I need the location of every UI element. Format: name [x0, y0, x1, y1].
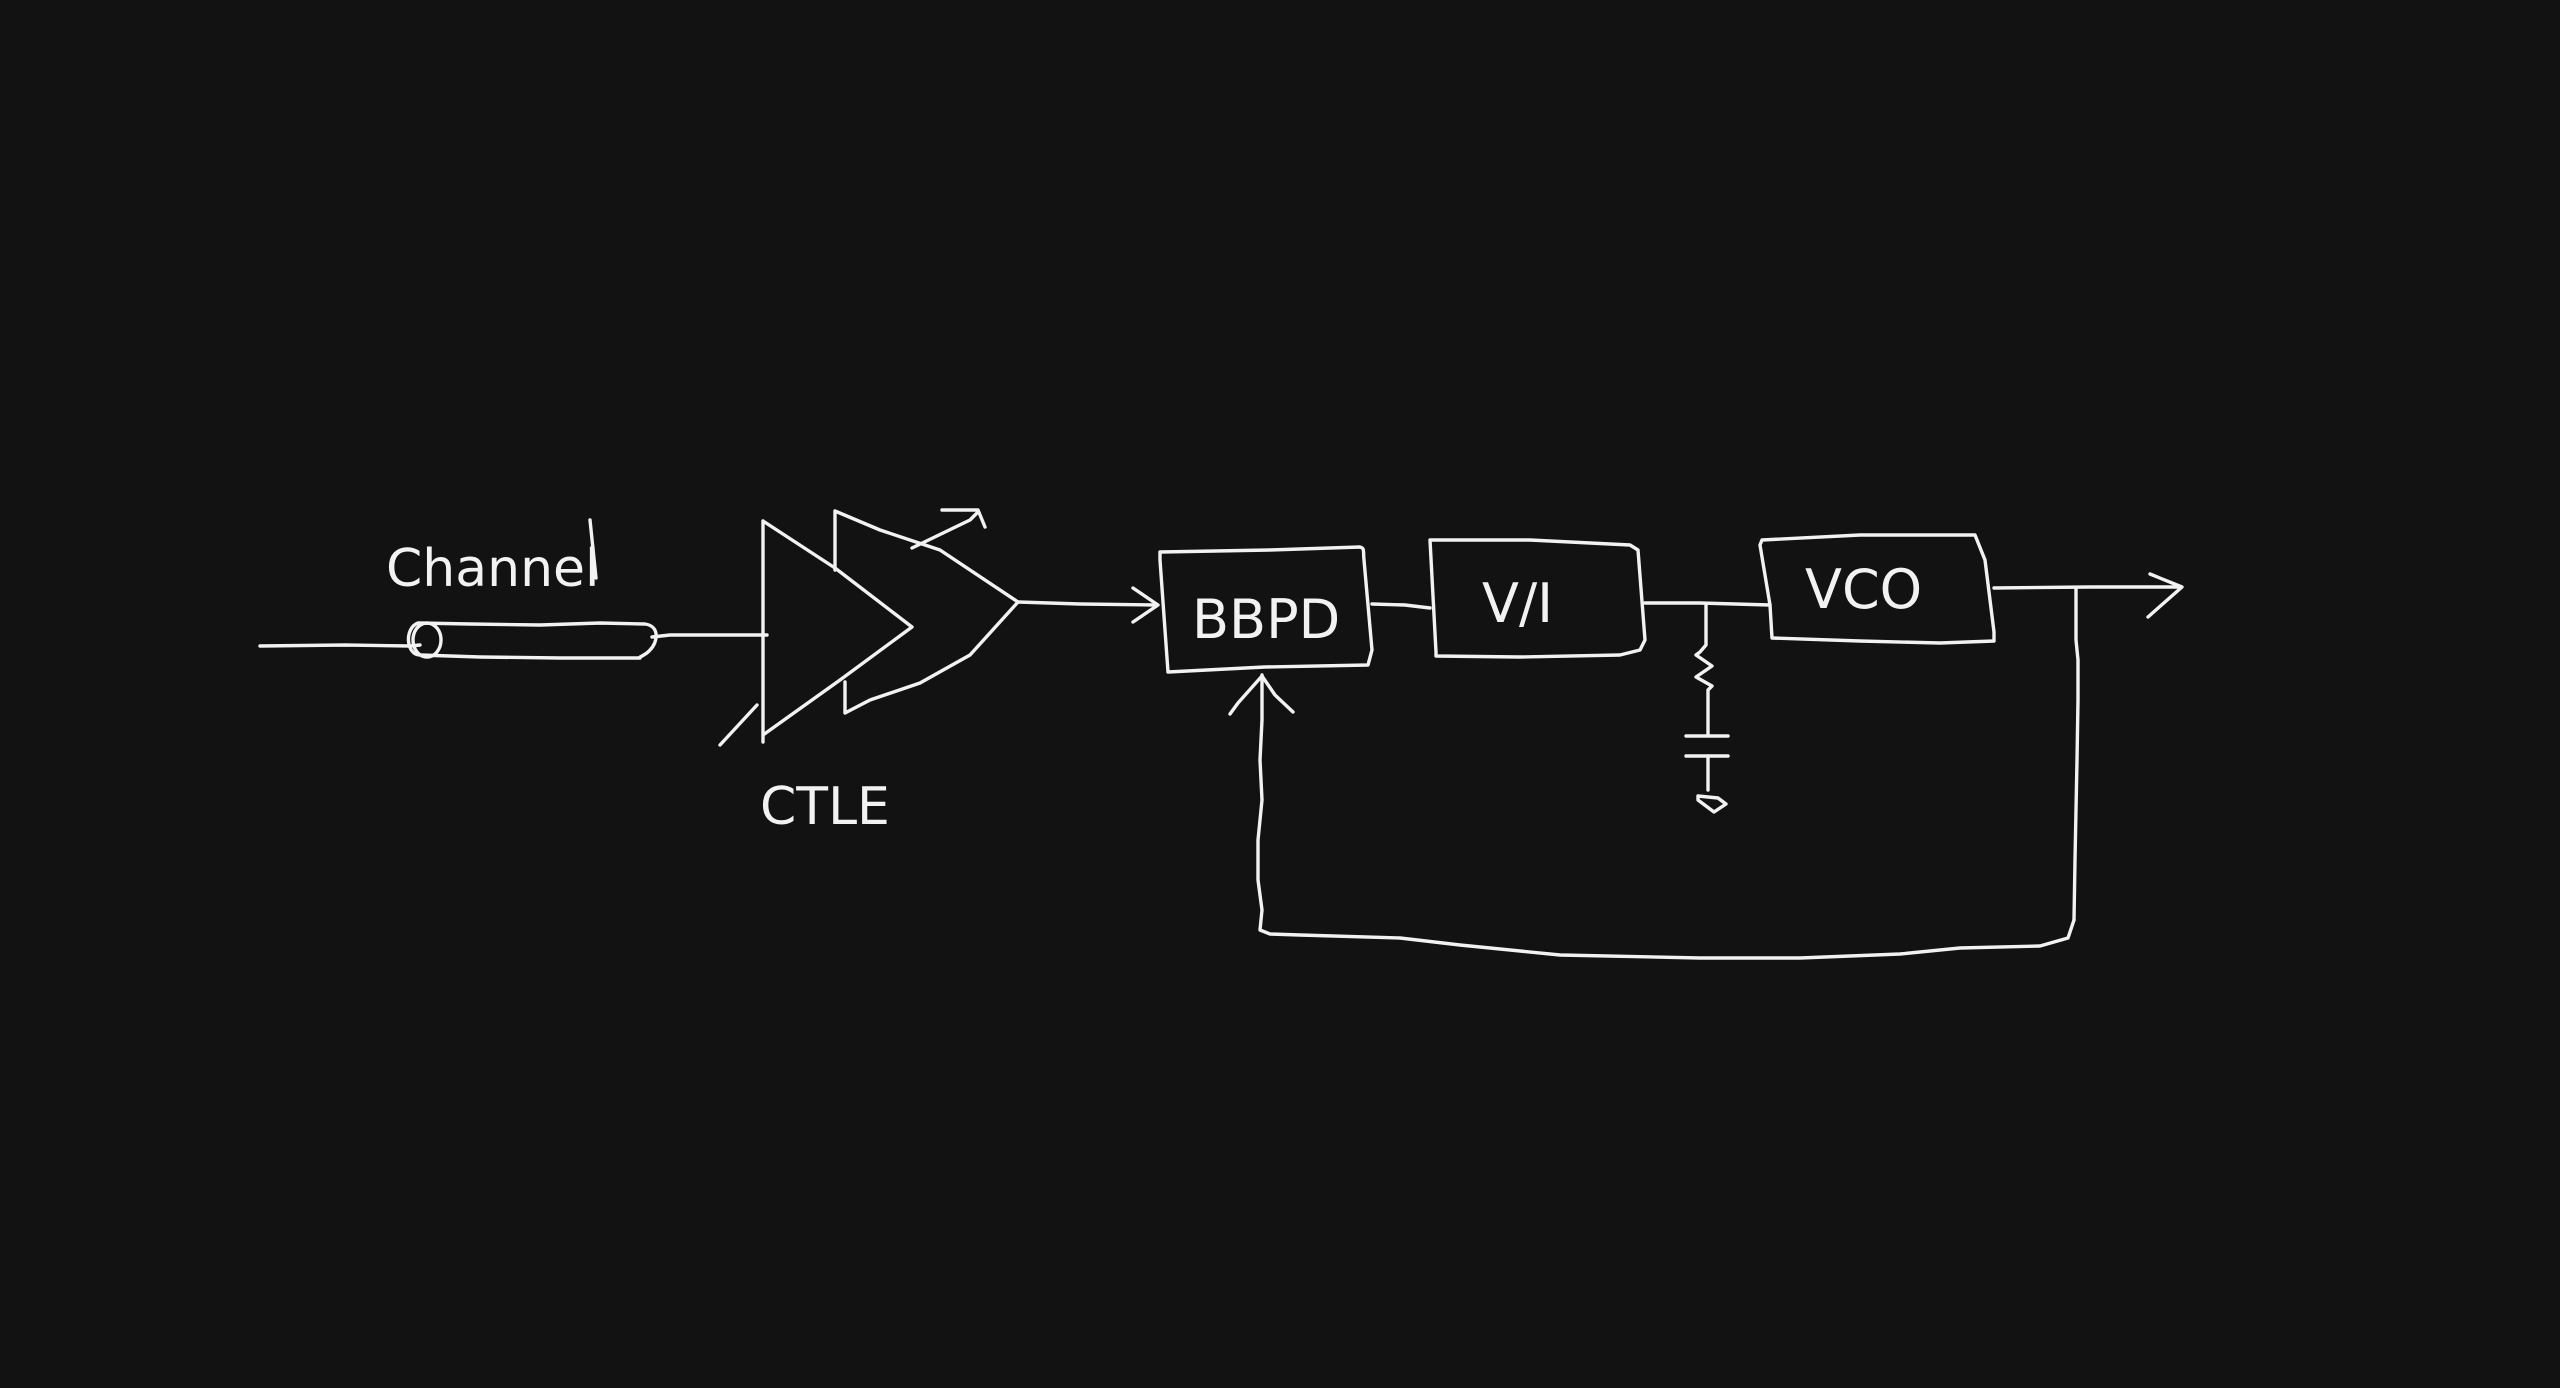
bbpd-box: [1158, 545, 1374, 674]
channel-end-ellipse: [411, 621, 443, 659]
ctle-triangle-main: [761, 519, 914, 744]
vco-box: [1758, 533, 1996, 645]
ctle-triangle-back: [833, 509, 1020, 715]
loop-filter-resistor: [1694, 602, 1714, 736]
vco-output-wire: [1992, 585, 2182, 590]
output-arrowhead: [2146, 572, 2184, 619]
ctle-tunable-arrow-bottom: [718, 703, 759, 747]
channel-label-l-stroke: [588, 518, 598, 580]
vi-box: [1428, 538, 1647, 659]
bbpd-to-vi-wire: [1370, 602, 1432, 610]
feedback-arrowhead: [1228, 674, 1295, 716]
loop-filter-ground: [1696, 754, 1728, 814]
feedback-loop-wire: [2072, 586, 2080, 922]
bbpd-input-arrowhead: [1131, 586, 1160, 624]
vi-to-vco-wire: [1643, 601, 1772, 607]
vi-label: V/I: [1482, 572, 1553, 635]
feedback-loop-return: [1256, 673, 2076, 960]
ctle-label: CTLE: [760, 777, 890, 837]
diagram-ink: Channel CTLE BBPD V/I VCO: [258, 508, 2184, 960]
ctle-tunable-arrow-top: [910, 508, 987, 550]
input-wire: [258, 643, 422, 648]
ctle-to-bbpd-wire: [1016, 600, 1158, 607]
channel-label: Channel: [386, 539, 599, 599]
vco-label: VCO: [1805, 558, 1922, 621]
channel-transmission-line: [406, 621, 658, 660]
bbpd-label: BBPD: [1192, 588, 1340, 651]
channel-to-ctle-wire: [650, 633, 769, 639]
